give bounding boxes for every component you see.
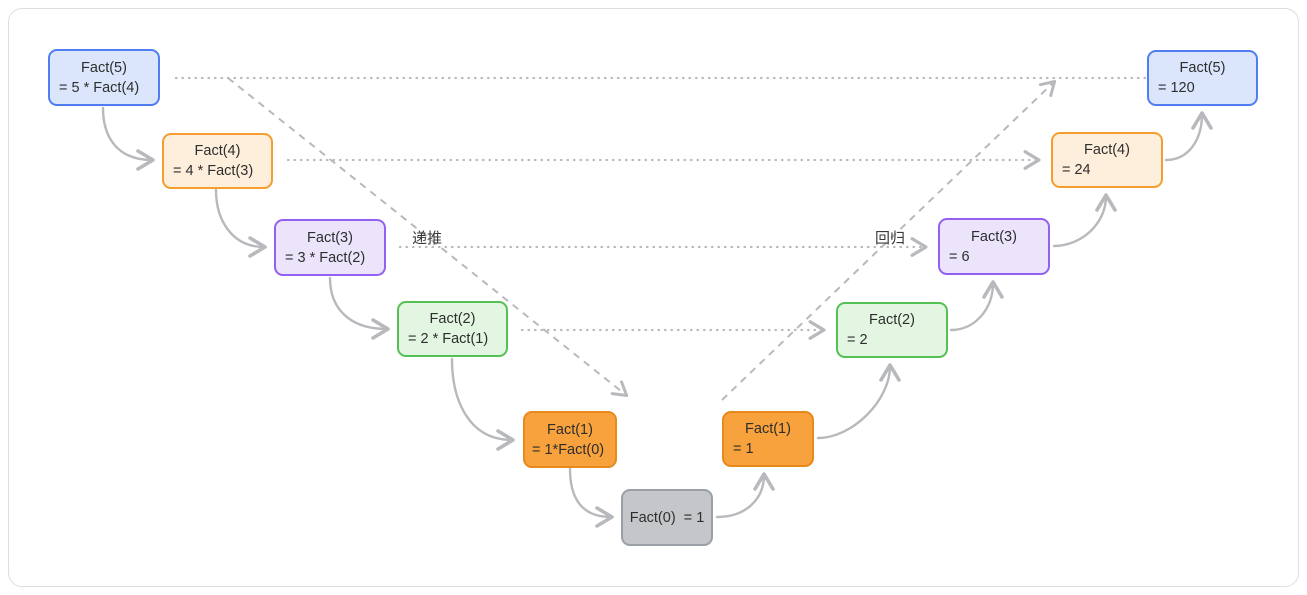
return-node-fact4: Fact(4) = 24	[1051, 132, 1163, 188]
return-arrow-4-to-5	[1164, 111, 1213, 162]
node-detail: = 3 * Fact(2)	[285, 249, 366, 266]
return-arrow-0-to-1	[715, 472, 775, 519]
node-title: Fact(3)	[971, 228, 1017, 245]
node-detail: = 2	[847, 332, 868, 348]
return-arrow-2-to-3	[949, 280, 1004, 332]
call-node-fact1: Fact(1) = 1*Fact(0)	[523, 411, 617, 468]
node-title: Fact(2)	[429, 311, 476, 327]
node-title: Fact(5)	[1179, 60, 1226, 76]
node-detail: = 24	[1062, 162, 1091, 178]
call-arrow-5-to-4	[101, 106, 155, 171]
node-title: Fact(2)	[869, 312, 915, 328]
return-arrow-3-to-4	[1052, 193, 1117, 248]
call-node-fact5: Fact(5) = 5 * Fact(4)	[48, 49, 160, 106]
node-text: Fact(0) = 1	[629, 509, 705, 526]
node-detail: = 5 * Fact(4)	[59, 79, 140, 96]
node-title: Fact(5)	[81, 59, 127, 76]
call-arrow-4-to-3	[214, 188, 267, 258]
node-detail: = 1	[733, 441, 754, 457]
return-phase-label: 回归	[875, 230, 906, 247]
call-node-fact2: Fact(2) = 2 * Fact(1)	[397, 301, 508, 357]
base-node-fact0: Fact(0) = 1	[621, 489, 713, 546]
recursion-phase-label: 递推	[412, 230, 443, 247]
return-node-fact3: Fact(3) = 6	[938, 218, 1050, 275]
call-arrow-1-to-0	[568, 467, 614, 528]
node-detail: = 2 * Fact(1)	[408, 331, 489, 347]
node-title: Fact(1)	[547, 421, 593, 438]
node-detail: = 120	[1158, 80, 1195, 96]
call-arrow-2-to-1	[450, 357, 515, 451]
return-dashed-arrow	[721, 79, 1057, 401]
call-node-fact3: Fact(3) = 3 * Fact(2)	[274, 219, 386, 276]
return-node-fact1: Fact(1) = 1	[722, 411, 814, 467]
node-detail: = 4 * Fact(3)	[173, 163, 254, 179]
node-title: Fact(3)	[307, 229, 353, 246]
return-node-fact2: Fact(2) = 2	[836, 302, 948, 358]
node-detail: = 6	[949, 248, 970, 265]
recursion-dashed-arrow	[227, 77, 629, 398]
node-title: Fact(4)	[1084, 142, 1130, 158]
node-title: Fact(4)	[194, 143, 241, 159]
call-arrow-3-to-2	[328, 276, 390, 340]
return-node-fact5: Fact(5) = 120	[1147, 50, 1258, 106]
node-title: Fact(1)	[745, 421, 791, 437]
call-node-fact4: Fact(4) = 4 * Fact(3)	[162, 133, 273, 189]
node-detail: = 1*Fact(0)	[532, 441, 605, 458]
return-arrow-1-to-2	[816, 363, 901, 440]
